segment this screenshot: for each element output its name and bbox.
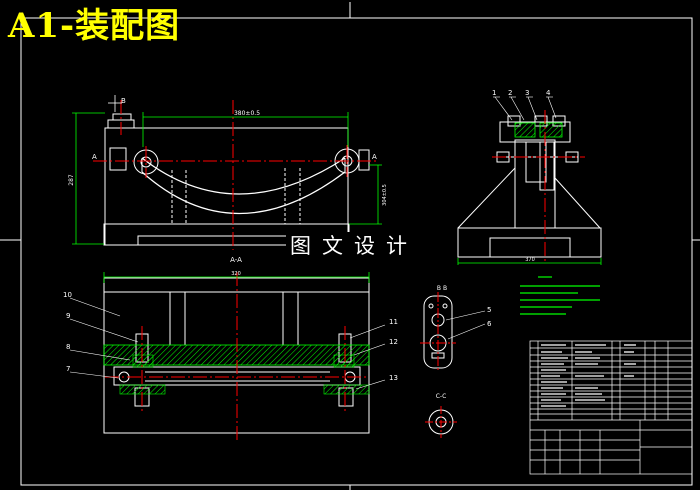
parts-list-entries — [541, 344, 636, 407]
callout-6: 6 — [487, 320, 492, 328]
detail-cc-centerlines — [425, 406, 457, 438]
section-bb-label: B B — [437, 285, 447, 292]
callout-13: 13 — [389, 374, 398, 382]
callout-3: 3 — [525, 89, 529, 97]
side-view — [457, 115, 602, 258]
section-aa-centerlines — [105, 272, 368, 440]
front-view-dimensions — [72, 112, 382, 245]
dim-top-width: 380±0.5 — [234, 110, 260, 117]
front-view-marker — [108, 95, 122, 112]
dim-top-height: 287 — [68, 174, 75, 186]
callout-11: 11 — [389, 318, 398, 326]
callout-10: 10 — [63, 291, 72, 299]
dim-section-width: 320 — [231, 271, 241, 277]
callout-4: 4 — [546, 89, 551, 97]
detail-bb-leaders — [445, 310, 486, 340]
callout-2: 2 — [508, 89, 512, 97]
section-mark-a-right: A — [372, 153, 377, 161]
drawing-title: A1-装配图 — [8, 6, 181, 46]
callout-8: 8 — [66, 343, 70, 351]
section-mark-b: B — [121, 97, 126, 105]
front-view — [103, 113, 370, 246]
side-view-dimensions — [457, 258, 602, 265]
section-aa-label: A-A — [230, 256, 242, 264]
section-aa-leaders — [69, 297, 386, 390]
side-view-centerlines — [492, 110, 585, 262]
detail-bb-centerlines — [420, 292, 456, 372]
drawing-border — [20, 17, 693, 486]
callout-7: 7 — [66, 365, 70, 373]
technical-notes — [520, 276, 600, 315]
section-mark-a-left: A — [92, 153, 97, 161]
callout-9: 9 — [66, 312, 70, 320]
callout-1: 1 — [492, 89, 496, 97]
dim-top-right: 304±0.5 — [382, 184, 388, 206]
side-view-hatch — [514, 122, 563, 138]
section-aa-dimensions — [103, 272, 370, 283]
callout-5: 5 — [487, 306, 491, 314]
front-view-centerlines — [93, 100, 378, 250]
section-cc-label: C-C — [436, 393, 447, 400]
parts-list-table — [529, 340, 693, 475]
dim-side-width: 370 — [525, 257, 535, 263]
side-view-leaders — [493, 96, 557, 121]
watermark-text: 图文设计 — [286, 232, 422, 260]
callout-12: 12 — [389, 338, 398, 346]
